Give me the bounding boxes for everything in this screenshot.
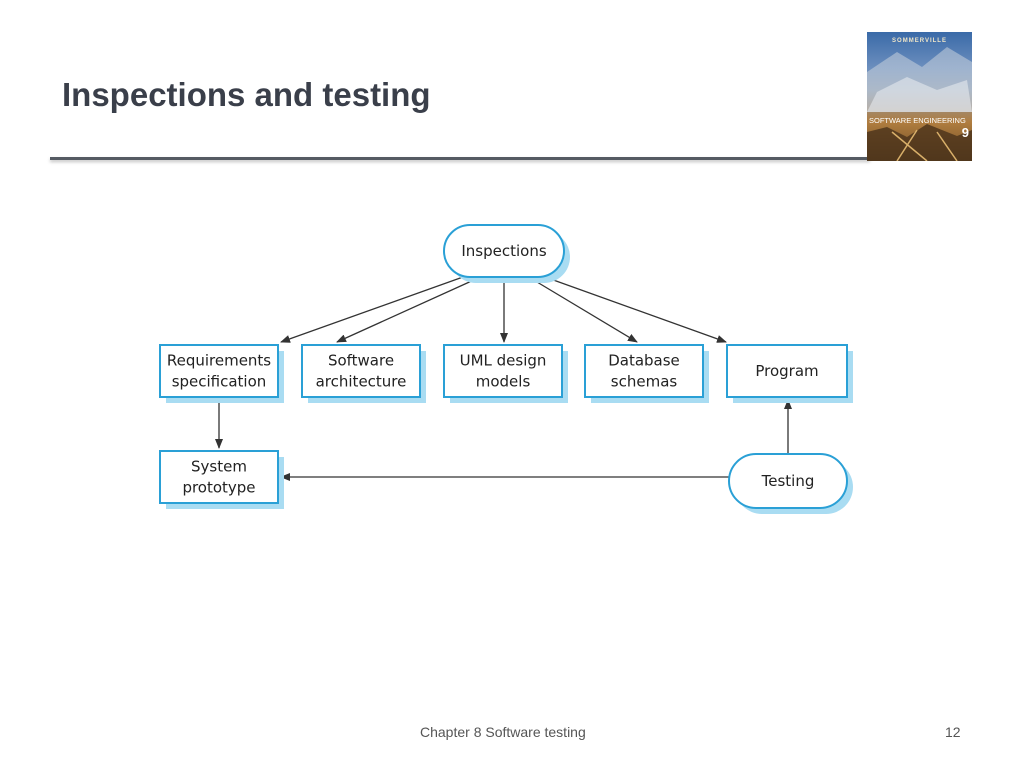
title-rule	[50, 157, 870, 160]
edge-inspections-to-architecture	[336, 278, 477, 343]
node-uml-label: models	[476, 373, 531, 391]
node-inspections: Inspections	[443, 224, 570, 283]
node-prototype-box	[159, 450, 279, 504]
node-testing-label: Testing	[761, 472, 815, 490]
node-database: Database schemas	[584, 344, 709, 403]
node-architecture-label: architecture	[316, 373, 407, 391]
node-program: Program	[726, 344, 853, 403]
node-uml: UML design models	[443, 344, 568, 403]
node-database-label: schemas	[611, 373, 678, 391]
node-testing-box	[728, 453, 848, 509]
book-cover-art	[867, 47, 972, 161]
book-cover-image: SOMMERVILLE SOFTWARE ENGINEERING 9	[867, 32, 972, 161]
node-database-label: Database	[608, 352, 680, 370]
node-prototype-label: prototype	[182, 479, 255, 497]
node-requirements: Requirements specification	[159, 344, 284, 403]
book-cover-title: SOFTWARE ENGINEERING	[869, 116, 966, 125]
node-program-label: Program	[755, 362, 818, 380]
node-requirements-box	[159, 344, 279, 398]
diagram-edges	[215, 276, 792, 481]
node-prototype-label: System	[191, 458, 247, 476]
node-inspections-label: Inspections	[461, 242, 546, 260]
node-architecture: Software architecture	[301, 344, 426, 403]
node-requirements-label: Requirements	[167, 352, 271, 370]
footer-chapter: Chapter 8 Software testing	[420, 724, 586, 740]
node-program-box	[726, 344, 848, 398]
node-architecture-label: Software	[328, 352, 394, 370]
edge-inspections-to-requirements	[280, 276, 464, 343]
node-architecture-box	[301, 344, 421, 398]
edge-inspections-to-database	[531, 278, 638, 343]
node-prototype: System prototype	[159, 450, 284, 509]
node-uml-box	[443, 344, 563, 398]
page-number: 12	[945, 724, 961, 740]
slide-title: Inspections and testing	[62, 76, 431, 113]
edge-inspections-to-program	[544, 276, 727, 343]
node-inspections-box	[443, 224, 565, 278]
node-requirements-label: specification	[172, 373, 267, 391]
book-cover-edition: 9	[961, 125, 969, 140]
book-cover-author: SOMMERVILLE	[892, 38, 947, 44]
node-database-box	[584, 344, 704, 398]
node-uml-label: UML design	[460, 352, 547, 370]
node-testing: Testing	[728, 453, 853, 514]
